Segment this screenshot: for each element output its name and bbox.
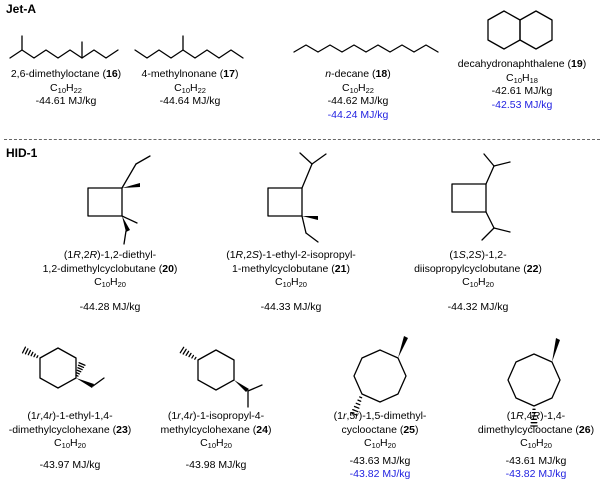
compound-19-caption: decahydronaphthalene (19) C10H18 -42.61 … bbox=[457, 58, 587, 111]
energy-value-alt: -44.24 MJ/kg bbox=[327, 108, 389, 121]
compound-25-caption: (1r,5r)-1,5-dimethyl- cyclooctane (25) C… bbox=[333, 410, 427, 480]
compound-26-caption: (1R,4R)-1,4- dimethylcyclooctane (26) C1… bbox=[477, 410, 595, 480]
structure-20 bbox=[87, 152, 511, 245]
structure-16 bbox=[9, 10, 553, 59]
energy-value: -44.61 MJ/kg bbox=[35, 95, 97, 107]
energy-value: -44.28 MJ/kg bbox=[79, 300, 141, 313]
compound-20-caption: (1R,2R)-1,2-diethyl- 1,2-dimethylcyclobu… bbox=[42, 249, 178, 313]
hash-stroke bbox=[24, 348, 29, 355]
compound-17-caption: 4-methylnonane (17) C10H22 -44.64 MJ/kg bbox=[141, 68, 239, 107]
compound-24-caption: (1r,4r)-1-isopropyl-4- methylcyclohexane… bbox=[160, 410, 272, 471]
energy-value-alt: -42.53 MJ/kg bbox=[491, 98, 553, 111]
structure-23 bbox=[21, 336, 561, 427]
section-label-jet-a: Jet-A bbox=[6, 2, 37, 16]
hash-stroke bbox=[27, 349, 32, 356]
energy-value: -42.61 MJ/kg bbox=[491, 85, 553, 97]
hash-stroke bbox=[78, 362, 86, 366]
section-label-hid-1: HID-1 bbox=[6, 146, 38, 160]
hash-stroke bbox=[77, 367, 83, 371]
hash-stroke bbox=[30, 351, 34, 357]
hash-stroke bbox=[191, 354, 195, 359]
hash-stroke bbox=[179, 346, 185, 354]
compound-23-caption: (1r,4r)-1-ethyl-1,4- -dimethylcyclohexan… bbox=[8, 410, 132, 471]
compound-18-caption: n-decane (18) C10H22 -44.62 MJ/kg -44.24… bbox=[325, 68, 391, 121]
energy-value: -43.98 MJ/kg bbox=[185, 458, 247, 471]
energy-value-alt: -43.82 MJ/kg bbox=[505, 468, 567, 480]
hash-stroke bbox=[182, 348, 187, 355]
hashed-bond bbox=[21, 346, 39, 359]
hash-stroke bbox=[188, 352, 192, 358]
energy-value: -44.32 MJ/kg bbox=[447, 300, 509, 313]
compound-16-caption: 2,6-dimethyloctane (16) C10H22 -44.61 MJ… bbox=[10, 68, 122, 107]
hash-stroke bbox=[185, 350, 190, 356]
hash-stroke bbox=[77, 364, 85, 369]
energy-value: -43.97 MJ/kg bbox=[39, 458, 101, 471]
hash-stroke bbox=[76, 372, 80, 375]
hash-stroke bbox=[36, 355, 39, 359]
hash-stroke bbox=[21, 346, 27, 354]
hash-stroke bbox=[350, 412, 358, 416]
hashed-bond bbox=[75, 362, 86, 377]
hash-stroke bbox=[75, 374, 79, 377]
energy-value: -44.62 MJ/kg bbox=[327, 95, 389, 107]
energy-value: -43.63 MJ/kg bbox=[349, 454, 411, 467]
hash-stroke bbox=[352, 408, 359, 413]
hash-stroke bbox=[355, 402, 361, 406]
energy-value: -43.61 MJ/kg bbox=[505, 454, 567, 467]
hash-stroke bbox=[353, 405, 360, 409]
energy-value: -44.33 MJ/kg bbox=[260, 300, 322, 313]
energy-value-alt: -43.82 MJ/kg bbox=[349, 468, 411, 480]
hash-stroke bbox=[357, 399, 362, 402]
section-divider bbox=[4, 139, 600, 140]
hashed-bond bbox=[530, 408, 538, 427]
hash-stroke bbox=[76, 369, 82, 373]
hash-stroke bbox=[33, 353, 36, 358]
compound-22-caption: (1S,2S)-1,2- diisopropylcyclobutane (22)… bbox=[414, 249, 542, 313]
energy-value: -44.64 MJ/kg bbox=[159, 95, 221, 107]
hash-stroke bbox=[194, 356, 197, 360]
hashed-bond bbox=[179, 346, 197, 360]
hash-stroke bbox=[359, 396, 363, 399]
compound-21-caption: (1R,2S)-1-ethyl-2-isopropyl- 1-methylcyc… bbox=[226, 249, 356, 313]
hashed-bond bbox=[350, 396, 363, 416]
